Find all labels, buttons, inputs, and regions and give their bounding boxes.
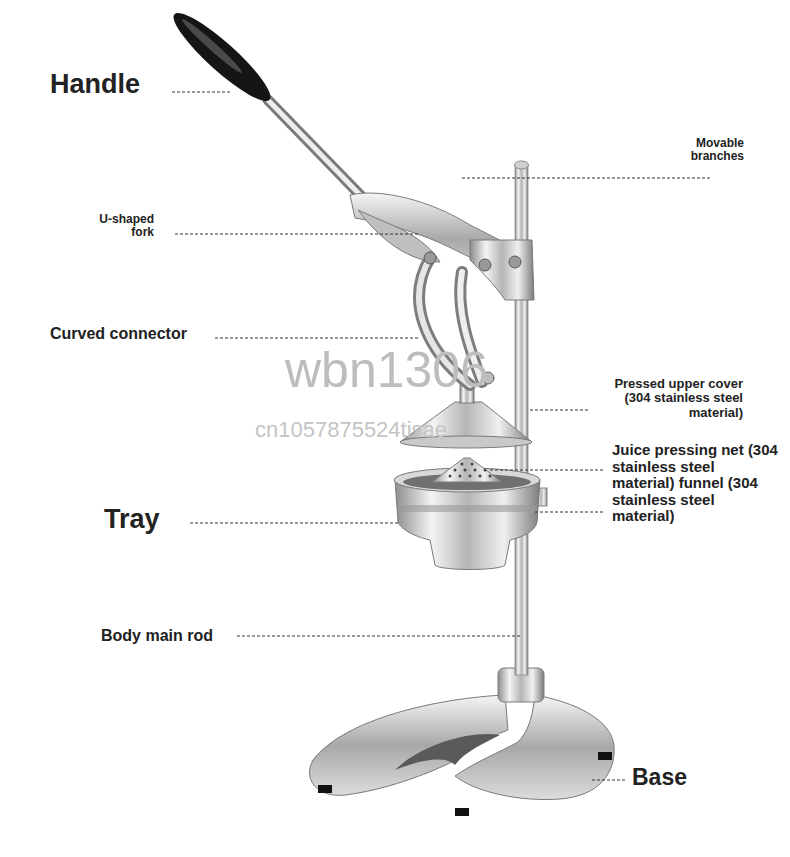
part-label: Handle bbox=[50, 70, 140, 100]
part-label: Base bbox=[632, 765, 687, 790]
part-label: Movable branches bbox=[680, 137, 744, 163]
part-label: Tray bbox=[104, 505, 160, 535]
part-label: U-shaped fork bbox=[80, 213, 154, 239]
part-label: Juice pressing net (304 stainless steel … bbox=[612, 442, 780, 525]
part-label: Body main rod bbox=[101, 627, 213, 645]
leader-lines bbox=[172, 92, 710, 780]
part-label: Pressed upper cover (304 stainless steel… bbox=[593, 377, 743, 420]
watermark: wbn1306 bbox=[285, 343, 488, 398]
part-label: Curved connector bbox=[50, 325, 187, 343]
main-rod bbox=[515, 161, 529, 675]
handle-grip bbox=[165, 4, 279, 110]
watermark: cn1057875524tisae bbox=[255, 418, 447, 442]
tray bbox=[394, 468, 547, 570]
lever bbox=[268, 100, 534, 300]
base-casting bbox=[309, 668, 614, 816]
